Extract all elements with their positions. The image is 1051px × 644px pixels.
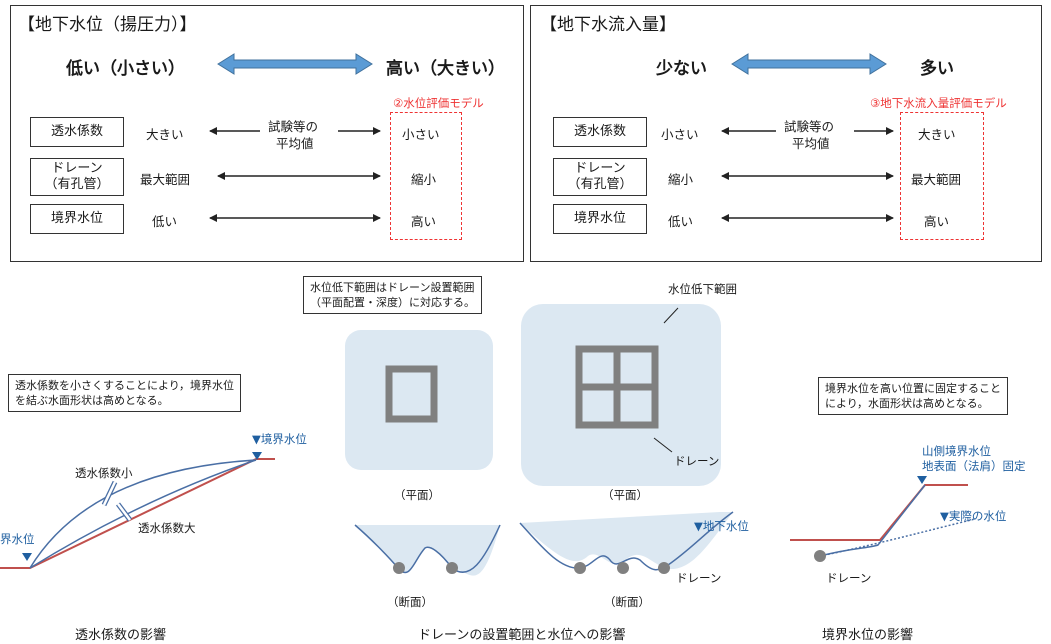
row-left-value: 低い	[668, 214, 694, 229]
plan-label: （平面）	[394, 488, 440, 502]
boundary-profile	[790, 476, 976, 562]
boundary-note: 境界水位を高い位置に固定することにより，水面形状は高めとなる。	[818, 377, 1008, 415]
row-right-value: 高い	[924, 214, 950, 229]
high-label: 高い（大きい）	[386, 59, 505, 79]
model-label: ③地下水流入量評価モデル	[870, 96, 1007, 110]
row-label-drain: ドレーン（有孔管）	[30, 158, 124, 196]
row-left-value: 小さい	[661, 127, 699, 142]
high-label: 多い	[920, 59, 954, 79]
row-right-value: 小さい	[402, 127, 440, 142]
row-left-value: 縮小	[668, 172, 694, 187]
drain-grid-large	[575, 345, 659, 429]
boundary-level-label-left: 界水位	[0, 532, 35, 546]
low-label: 少ない	[656, 59, 707, 79]
model-column-box	[900, 112, 984, 240]
mid-label-line2: 平均値	[276, 136, 314, 151]
row-right-value: 縮小	[411, 172, 437, 187]
row-arrow	[209, 127, 381, 222]
mountain-boundary-label: 山側境界水位地表面（法肩）固定	[922, 444, 1026, 473]
double-arrow-icon	[217, 53, 373, 75]
permeability-profile	[0, 452, 275, 569]
plan-view-large	[521, 304, 721, 486]
row-left-value: 低い	[152, 214, 178, 229]
mid-label-line1: 試験等の	[784, 119, 835, 134]
permeability-note: 透水係数を小さくすることにより，境界水位を結ぶ水面形状は高めとなる。	[8, 374, 242, 412]
section-label: （断面）	[604, 595, 650, 609]
caption-drain-range: ドレーンの設置範囲と水位への影響	[418, 628, 626, 643]
section-view-small	[354, 524, 501, 576]
row-label-permeability: 透水係数	[553, 117, 647, 147]
drain-label: ドレーン	[826, 571, 872, 585]
mid-label-line2: 平均値	[792, 136, 830, 151]
section-label: （断面）	[387, 595, 433, 609]
double-arrow-icon	[731, 53, 887, 75]
water-level-panel-title: 【地下水位（揚圧力）】	[18, 15, 197, 35]
row-label-drain: ドレーン（有孔管）	[553, 158, 647, 196]
boundary-level-label: ▼境界水位	[252, 432, 307, 446]
plan-view-small	[345, 330, 493, 470]
inflow-panel-title: 【地下水流入量】	[540, 15, 676, 35]
row-label-permeability: 透水係数	[30, 117, 124, 147]
groundwater-level-label: ▼地下水位	[694, 519, 749, 533]
caption-permeability: 透水係数の影響	[75, 628, 167, 643]
mid-label-line1: 試験等の	[268, 119, 319, 134]
drain-square-small	[385, 365, 438, 423]
small-permeability-label: 透水係数小	[75, 466, 133, 480]
actual-level-label: ▼実際の水位	[940, 509, 1007, 523]
drain-label: ドレーン	[676, 571, 722, 585]
model-column-box	[390, 112, 462, 240]
row-right-value: 高い	[411, 214, 437, 229]
caption-boundary: 境界水位の影響	[822, 628, 914, 643]
row-label-boundary: 境界水位	[553, 204, 647, 234]
drain-range-note: 水位低下範囲はドレーン設置範囲（平面配置・深度）に対応する。	[303, 276, 482, 314]
section-view-large	[519, 511, 734, 574]
leader-line	[663, 307, 679, 324]
row-label-boundary: 境界水位	[30, 204, 124, 234]
row-arrow	[721, 127, 894, 222]
plan-label: （平面）	[602, 488, 648, 502]
large-permeability-label: 透水係数大	[138, 521, 196, 535]
row-right-value: 最大範囲	[911, 172, 962, 187]
leader-line	[653, 437, 673, 453]
row-left-value: 大きい	[146, 127, 184, 142]
row-left-value: 最大範囲	[140, 172, 191, 187]
model-label: ②水位評価モデル	[393, 96, 484, 110]
lowering-range-label: 水位低下範囲	[668, 282, 737, 296]
row-right-value: 大きい	[918, 127, 956, 142]
drain-label: ドレーン	[674, 454, 720, 468]
low-label: 低い（小さい）	[66, 59, 185, 79]
